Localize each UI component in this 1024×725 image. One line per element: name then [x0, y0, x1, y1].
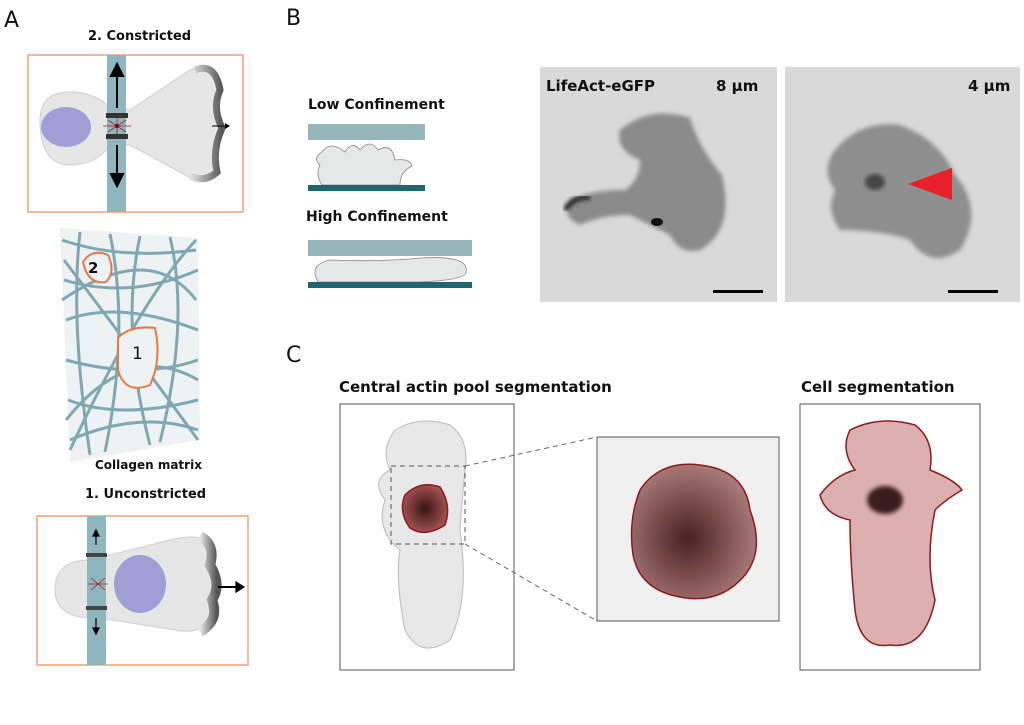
- cell-segmentation-title: Cell segmentation: [801, 378, 955, 396]
- pore-1-label: 1: [132, 344, 143, 364]
- segmentation-images: [339, 403, 981, 671]
- central-actin-pool-title: Central actin pool segmentation: [339, 378, 612, 396]
- high-confinement-label: High Confinement: [306, 209, 448, 225]
- low-confinement-label: Low Confinement: [308, 97, 445, 113]
- microscopy-image-4um: [785, 67, 1020, 302]
- scale-bar: [713, 290, 763, 293]
- confinement-diagram: [308, 124, 472, 288]
- collagen-matrix-label: Collagen matrix: [95, 458, 202, 472]
- height-8um-label: 8 µm: [716, 77, 759, 95]
- unconstricted-diagram: [36, 515, 249, 666]
- scale-bar: [948, 290, 998, 293]
- arrow-icons: [109, 61, 230, 189]
- panel-label-b: B: [286, 6, 302, 31]
- constricted-title: 2. Constricted: [88, 29, 192, 44]
- panel-label-c: C: [286, 343, 302, 368]
- nucleus: [41, 107, 91, 147]
- microscopy-image-8um: [540, 67, 777, 302]
- unconstricted-title: 1. Unconstricted: [85, 487, 207, 502]
- height-4um-label: 4 µm: [968, 77, 1011, 95]
- collagen-fiber: [107, 55, 126, 212]
- constricted-diagram: [27, 54, 244, 213]
- pore-2-label: 2: [88, 259, 99, 277]
- red-arrowhead-icon: [908, 168, 952, 200]
- collagen-matrix: [60, 228, 200, 462]
- lifeact-label: LifeAct-eGFP: [546, 77, 656, 95]
- panel-label-a: A: [4, 8, 20, 33]
